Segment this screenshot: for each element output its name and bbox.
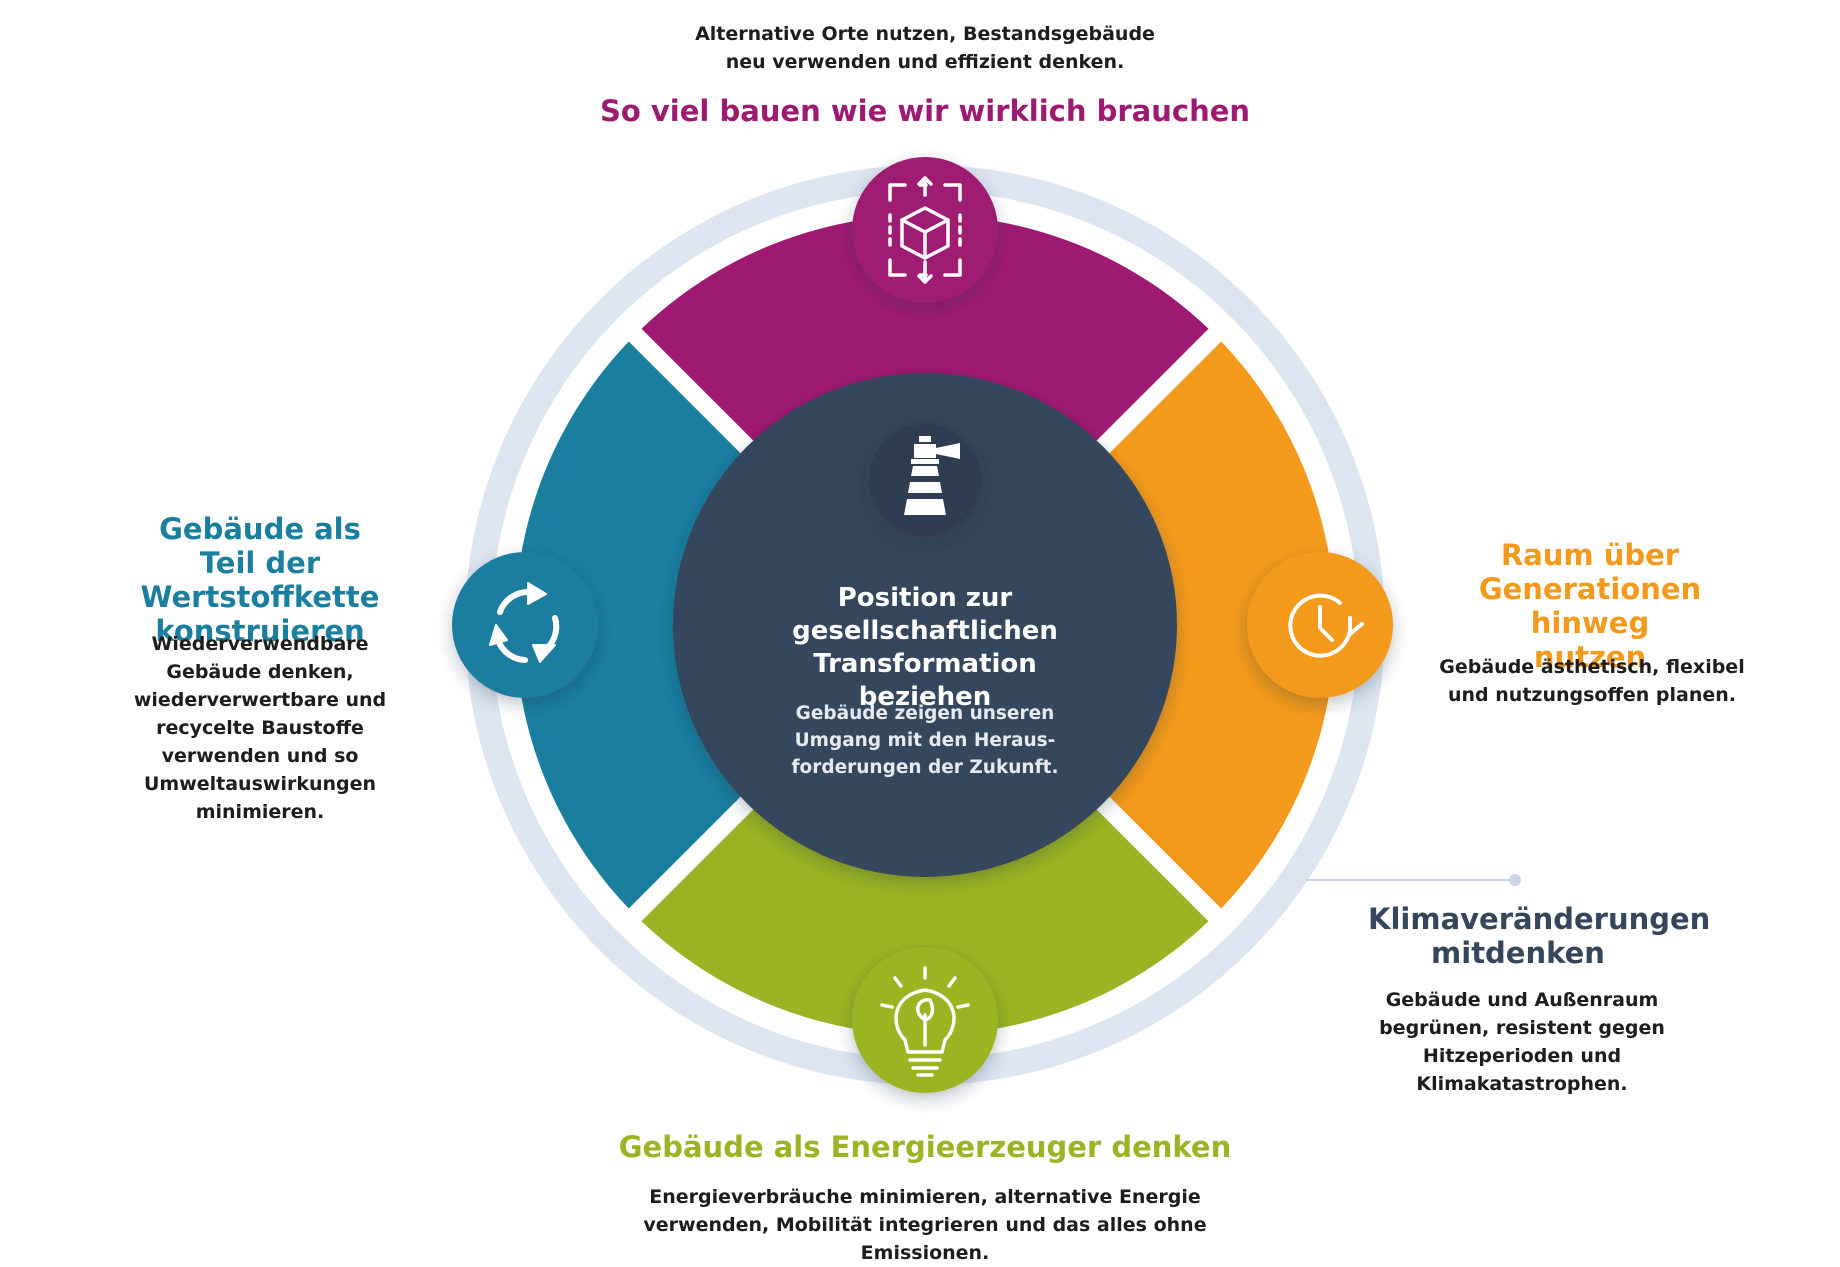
lighthouse-icon-badge	[869, 424, 981, 536]
clock-refresh-icon	[1288, 593, 1364, 658]
segment-bottom	[641, 800, 1209, 1035]
bottom-description: Energieverbräuche minimieren, alternativ…	[643, 1186, 1207, 1264]
segment-top	[641, 214, 1209, 450]
segment-left	[515, 341, 750, 909]
lightbulb-leaf-icon-badge	[852, 947, 998, 1093]
right-heading: Raum über Generationen hinweg nutzen	[1478, 538, 1702, 674]
connector-dot	[1509, 874, 1521, 886]
lightbulb-leaf-icon	[880, 966, 970, 1077]
recycle-icon	[489, 582, 560, 663]
left-description: Wiederverwendbare Gebäude denken, wieder…	[133, 633, 387, 823]
top-description: Alternative Orte nutzen, Bestandsgebäude…	[695, 23, 1155, 73]
center-title: Position zur gesellschaftlichen Transfor…	[792, 583, 1058, 712]
center-circle	[673, 373, 1177, 877]
right-description: Gebäude ästhetisch, flexibel und nutzung…	[1439, 656, 1745, 706]
climate-heading: Klimaveränderungen mitdenken	[1368, 902, 1711, 970]
climate-description: Gebäude und Außenraum begrünen, resisten…	[1379, 989, 1665, 1095]
center-description: Gebäude zeigen unseren Umgang mit den He…	[791, 703, 1059, 778]
cube-icon-badge	[852, 157, 998, 303]
clock-refresh-icon-badge	[1247, 552, 1393, 698]
lighthouse-icon	[904, 436, 960, 515]
bottom-heading: Gebäude als Energieerzeuger denken	[618, 1130, 1232, 1164]
top-heading: So viel bauen wie wir wirklich brauchen	[600, 94, 1251, 128]
segment-right	[1100, 341, 1335, 909]
cube-icon	[888, 176, 962, 284]
left-heading: Gebäude als Teil der Wertstoffkette kons…	[140, 512, 380, 648]
recycle-icon-badge	[452, 552, 598, 698]
